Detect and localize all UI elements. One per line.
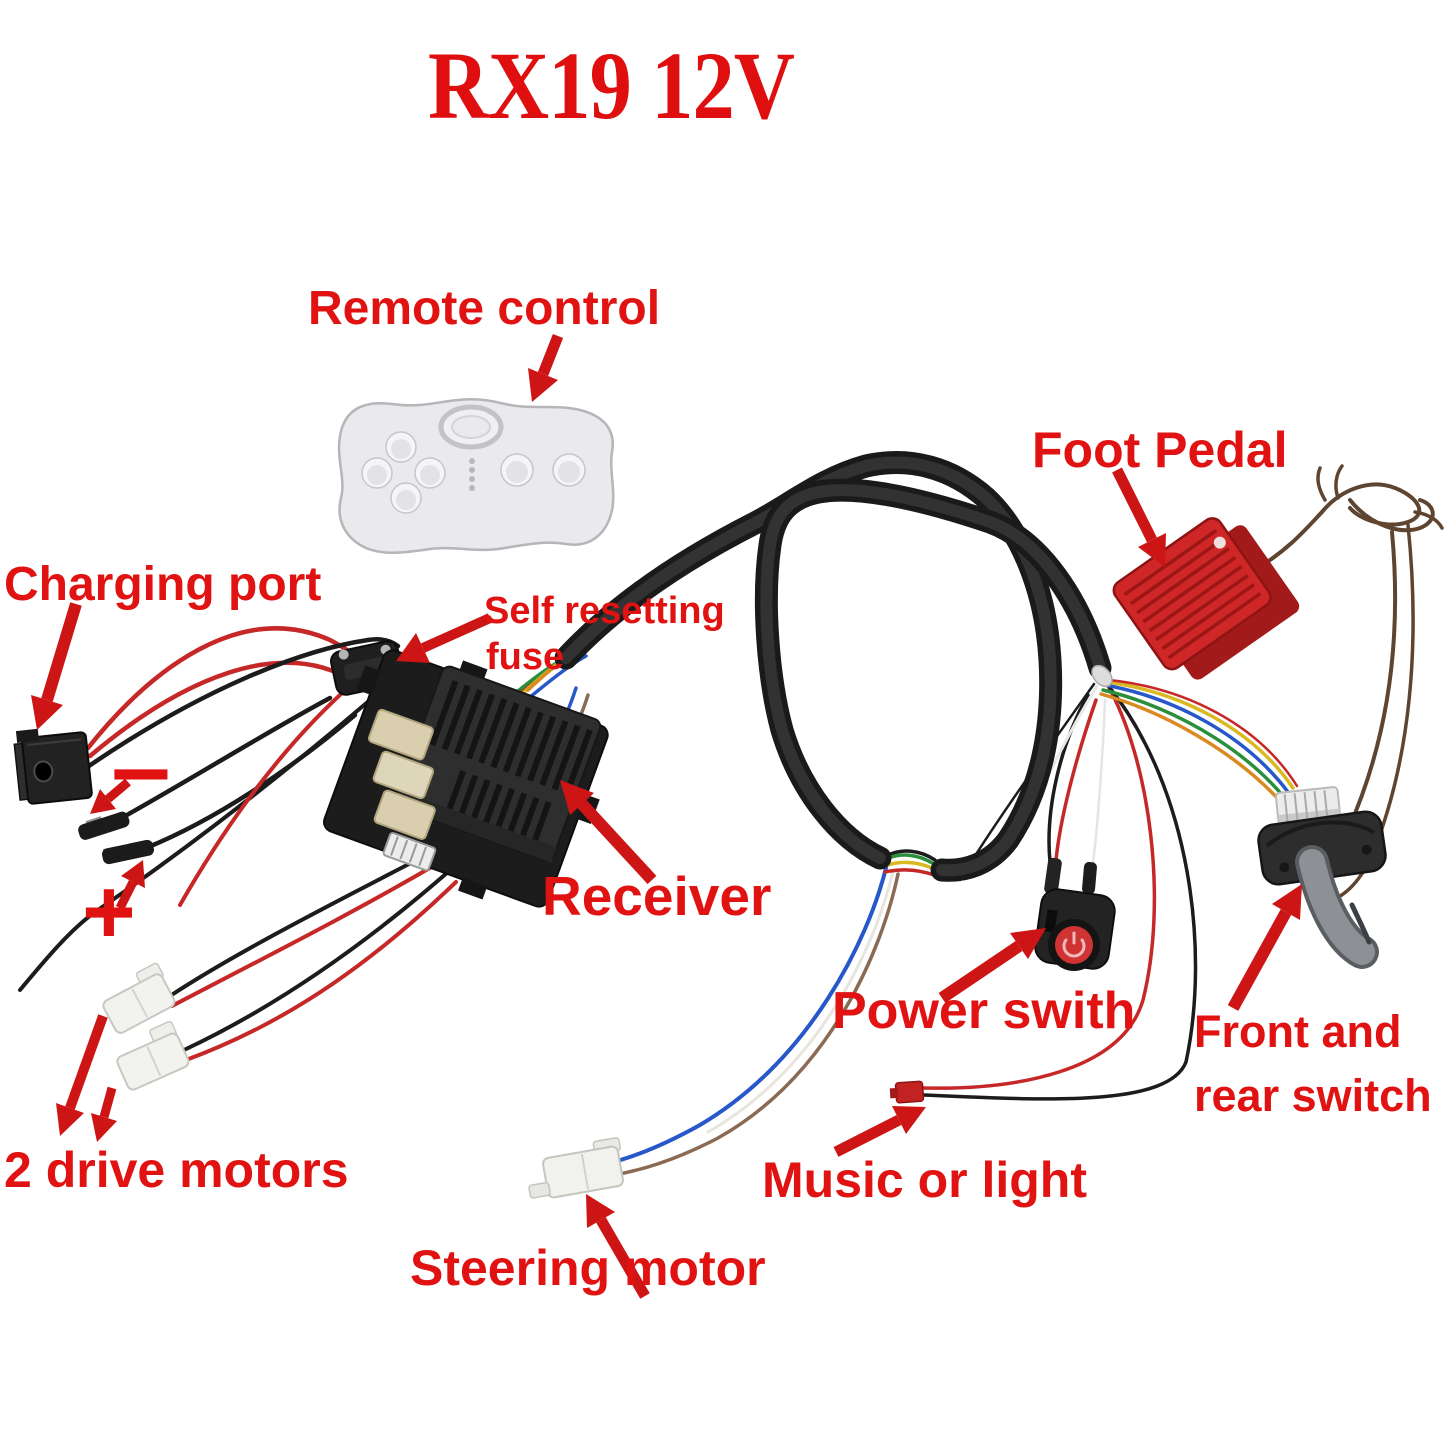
power-switch <box>1034 857 1116 971</box>
remote-right-buttons <box>500 453 586 487</box>
label-minus-sign: − <box>110 723 172 825</box>
spade-terminal-plus <box>102 839 154 865</box>
label-receiver: Receiver <box>542 865 772 927</box>
arrow-receiver <box>560 780 657 885</box>
arrow-drive-motor-1 <box>56 1014 108 1136</box>
remote-indicator-dots <box>469 458 475 491</box>
label-remote-control: Remote control <box>308 282 661 335</box>
charging-port-wires <box>18 626 401 992</box>
page-title: RX19 12V <box>427 32 795 139</box>
label-charging-port: Charging port <box>4 558 322 611</box>
drive-motor-wires <box>168 850 458 1062</box>
arrow-charging-port <box>31 602 82 730</box>
label-front-rear-line2: rear switch <box>1194 1070 1432 1121</box>
label-plus-sign: + <box>82 861 136 963</box>
arrow-front-rear-switch <box>1227 884 1302 1011</box>
arrow-fuse <box>396 613 493 663</box>
drive-motor-connector-1 <box>102 962 176 1034</box>
label-power-switch: Power swith <box>832 982 1136 1040</box>
arrow-plus <box>115 860 145 911</box>
arrow-power-switch <box>938 928 1046 1003</box>
arrow-drive-motor-2 <box>91 1086 117 1142</box>
steering-motor-connector <box>528 1137 624 1199</box>
steering-motor-wires <box>608 866 900 1177</box>
foot-pedal <box>1112 517 1300 680</box>
remote-dpad-buttons <box>361 431 446 514</box>
gear-shift-handle <box>1295 845 1379 969</box>
arrow-remote-control <box>528 333 564 402</box>
loom-gap-wires <box>882 849 939 878</box>
arrow-music-or-light <box>833 1106 926 1157</box>
charging-port <box>13 728 93 805</box>
arrow-steering-motor <box>586 1194 650 1299</box>
spade-terminal-minus <box>78 811 130 840</box>
arrow-minus <box>90 778 131 814</box>
label-drive-motors: 2 drive motors <box>4 1142 349 1198</box>
drive-motor-connector-2 <box>116 1020 190 1091</box>
remote-control <box>337 397 615 554</box>
label-music-or-light: Music or light <box>762 1152 1087 1208</box>
arrow-foot-pedal <box>1112 467 1166 567</box>
receiver-box <box>323 649 609 908</box>
music-or-light-wires <box>922 682 1198 1101</box>
cable-loom <box>554 451 1113 882</box>
annotation-arrows <box>31 333 1302 1299</box>
label-steering-motor: Steering motor <box>410 1240 766 1296</box>
label-front-rear-line1: Front and <box>1194 1006 1402 1057</box>
label-fuse-line2: fuse <box>486 636 565 678</box>
power-icon <box>1062 931 1086 958</box>
music-or-light-connector <box>889 1080 925 1104</box>
label-foot-pedal: Foot Pedal <box>1032 422 1288 478</box>
power-switch-wires <box>1047 693 1107 865</box>
front-rear-switch <box>1257 786 1387 969</box>
label-fuse-line1: Self resetting <box>484 590 725 632</box>
